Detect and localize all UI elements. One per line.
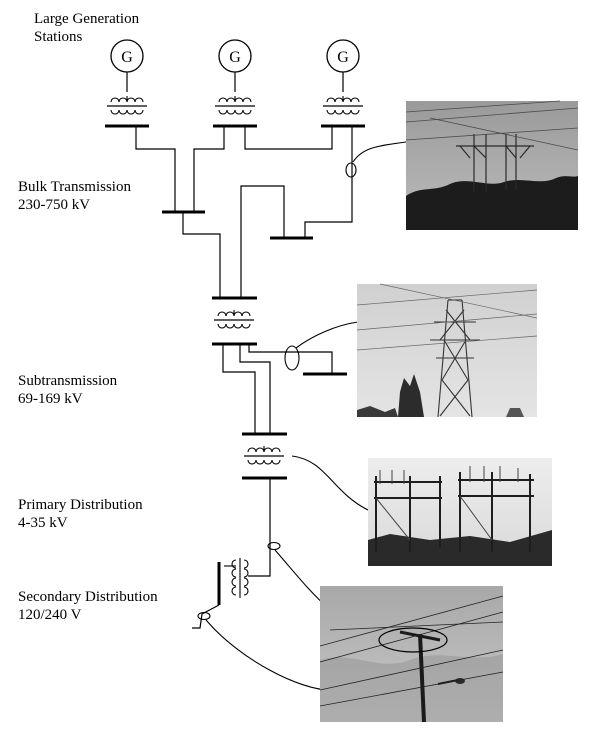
distribution-transformer: [244, 446, 284, 465]
transformers: [107, 96, 363, 465]
photo-secondary-distribution: [319, 586, 504, 723]
transformer-coil: [247, 447, 281, 453]
callout-ellipse-sub: [284, 345, 300, 371]
callout-line-secondary: [205, 619, 331, 691]
generator-2-symbol: G: [229, 49, 241, 66]
generator-3: G: [326, 39, 360, 73]
callout-line-dist: [291, 455, 369, 511]
step-up-transformer-3: [323, 96, 363, 115]
photo-primary-distribution: [368, 458, 552, 566]
generator-3-symbol: G: [337, 49, 349, 66]
pole-coil-primary: [231, 559, 237, 596]
generator-1: G: [110, 39, 144, 73]
transformer-coil: [110, 109, 144, 115]
transformer-coil: [217, 311, 251, 317]
callout-line-sub: [295, 321, 359, 349]
transformer-coil: [218, 109, 252, 115]
label-secondary-distribution: Secondary Distribution 120/240 V: [18, 589, 158, 623]
label-subtransmission: Subtransmission 69-169 kV: [18, 373, 118, 407]
generator-leads: [126, 72, 344, 92]
transformer-coil: [326, 97, 360, 103]
transformer-coil: [110, 97, 144, 103]
photo-bulk-transmission: [405, 100, 579, 230]
callout-ellipse-secondary: [197, 611, 211, 621]
transformer-coil: [247, 459, 281, 465]
label-primary-distribution: Primary Distribution 4-35 kV: [18, 497, 143, 531]
buses: [105, 124, 365, 605]
pole-transformer: [224, 558, 249, 598]
step-up-transformer-2: [215, 96, 255, 115]
substation-transformer: [214, 310, 254, 329]
transformer-coil: [217, 323, 251, 329]
step-up-transformer-1: [107, 96, 147, 115]
pole-coil-secondary: [243, 559, 249, 596]
generator-2: G: [218, 39, 252, 73]
callout-ellipse-primary: [267, 541, 281, 551]
generator-1-symbol: G: [121, 49, 133, 66]
label-generation: Large Generation Stations: [34, 11, 140, 45]
callout-ellipse-bulk: [345, 162, 357, 178]
transformer-coil: [326, 109, 360, 115]
transformer-coil: [218, 97, 252, 103]
transmission-lines: [135, 126, 353, 629]
callout-ellipse-pole: [378, 627, 448, 653]
photo-subtransmission: [356, 283, 538, 418]
label-bulk-transmission: Bulk Transmission 230-750 kV: [18, 179, 131, 213]
callout-line-bulk: [352, 141, 407, 163]
